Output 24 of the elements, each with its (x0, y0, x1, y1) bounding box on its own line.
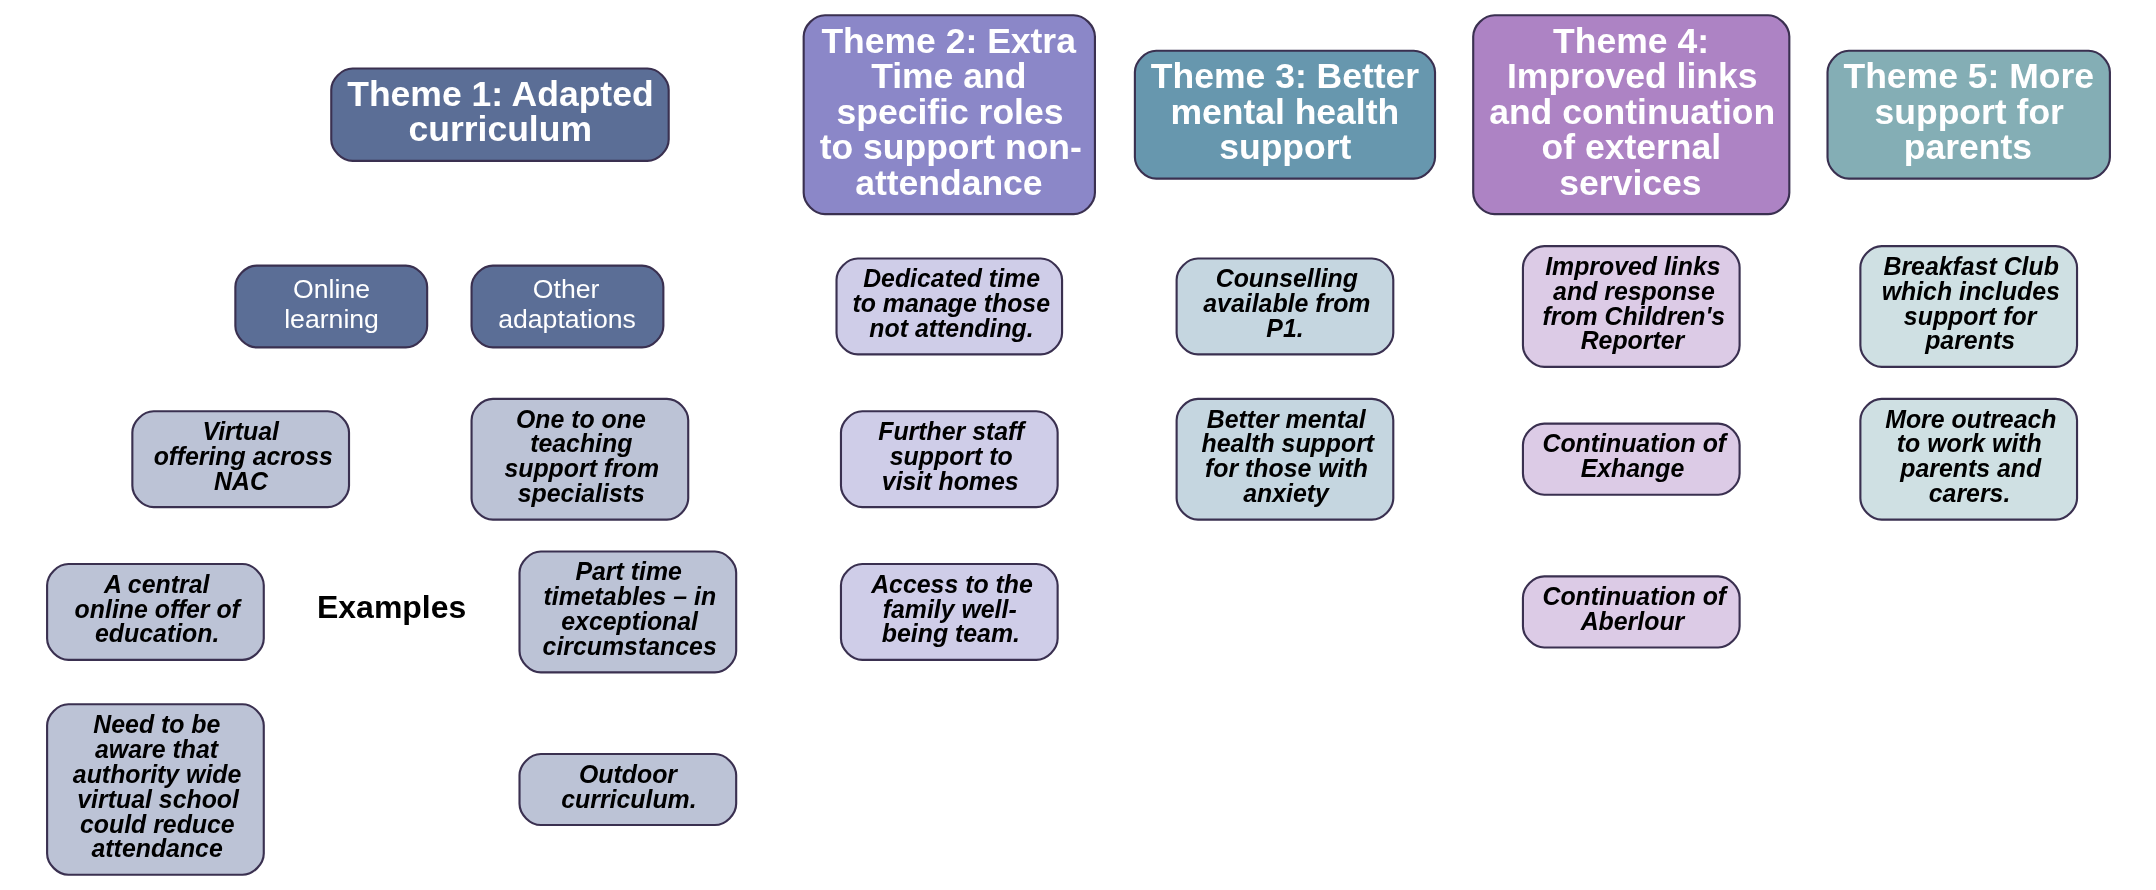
node-box: More outreach to work with parents and carers. (1858, 397, 2078, 521)
node-box: Better mental health support for those with anxiety (1175, 397, 1394, 521)
node-box: Theme 1: Adapted curriculum (329, 67, 670, 162)
node-box: Breakfast Club which includes support for parents (1858, 245, 2078, 368)
node-box: Continuation of Exhange (1521, 422, 1741, 496)
node-box: Part time timetables – in exceptional circumstances (517, 550, 737, 674)
node-box: A central online offer of education. (45, 562, 265, 661)
node-box: Online learning (233, 264, 428, 349)
node-box: Virtual offering across NAC (130, 410, 350, 509)
node-box: Further staff support to visit homes (839, 410, 1059, 509)
node-box: Theme 4: Improved links and continuation of external services (1471, 14, 1790, 216)
node-box: Continuation of Aberlour (1521, 575, 1741, 649)
node-box: Counselling available from P1. (1175, 257, 1394, 356)
node-box: Improved links and response from Children's Reporter (1521, 245, 1741, 368)
node-box: Theme 5: More support for parents (1825, 49, 2111, 180)
node-box: Access to the family well-being team. (839, 562, 1059, 661)
node-box: Theme 2: Extra Time and specific roles to support non-attendance (802, 14, 1096, 216)
node-box: Need to be aware that authority wide virtual school could reduce attendance (45, 703, 265, 876)
node-box: Other adaptations (470, 264, 664, 349)
node-box: One to one teaching support from specialists (470, 397, 689, 521)
label: Examples (316, 588, 466, 625)
node-box: Theme 3: Better mental health support (1133, 49, 1436, 180)
node-box: Outdoor curriculum. (517, 752, 737, 827)
node-box: Dedicated time to manage those not attending. (834, 257, 1063, 356)
